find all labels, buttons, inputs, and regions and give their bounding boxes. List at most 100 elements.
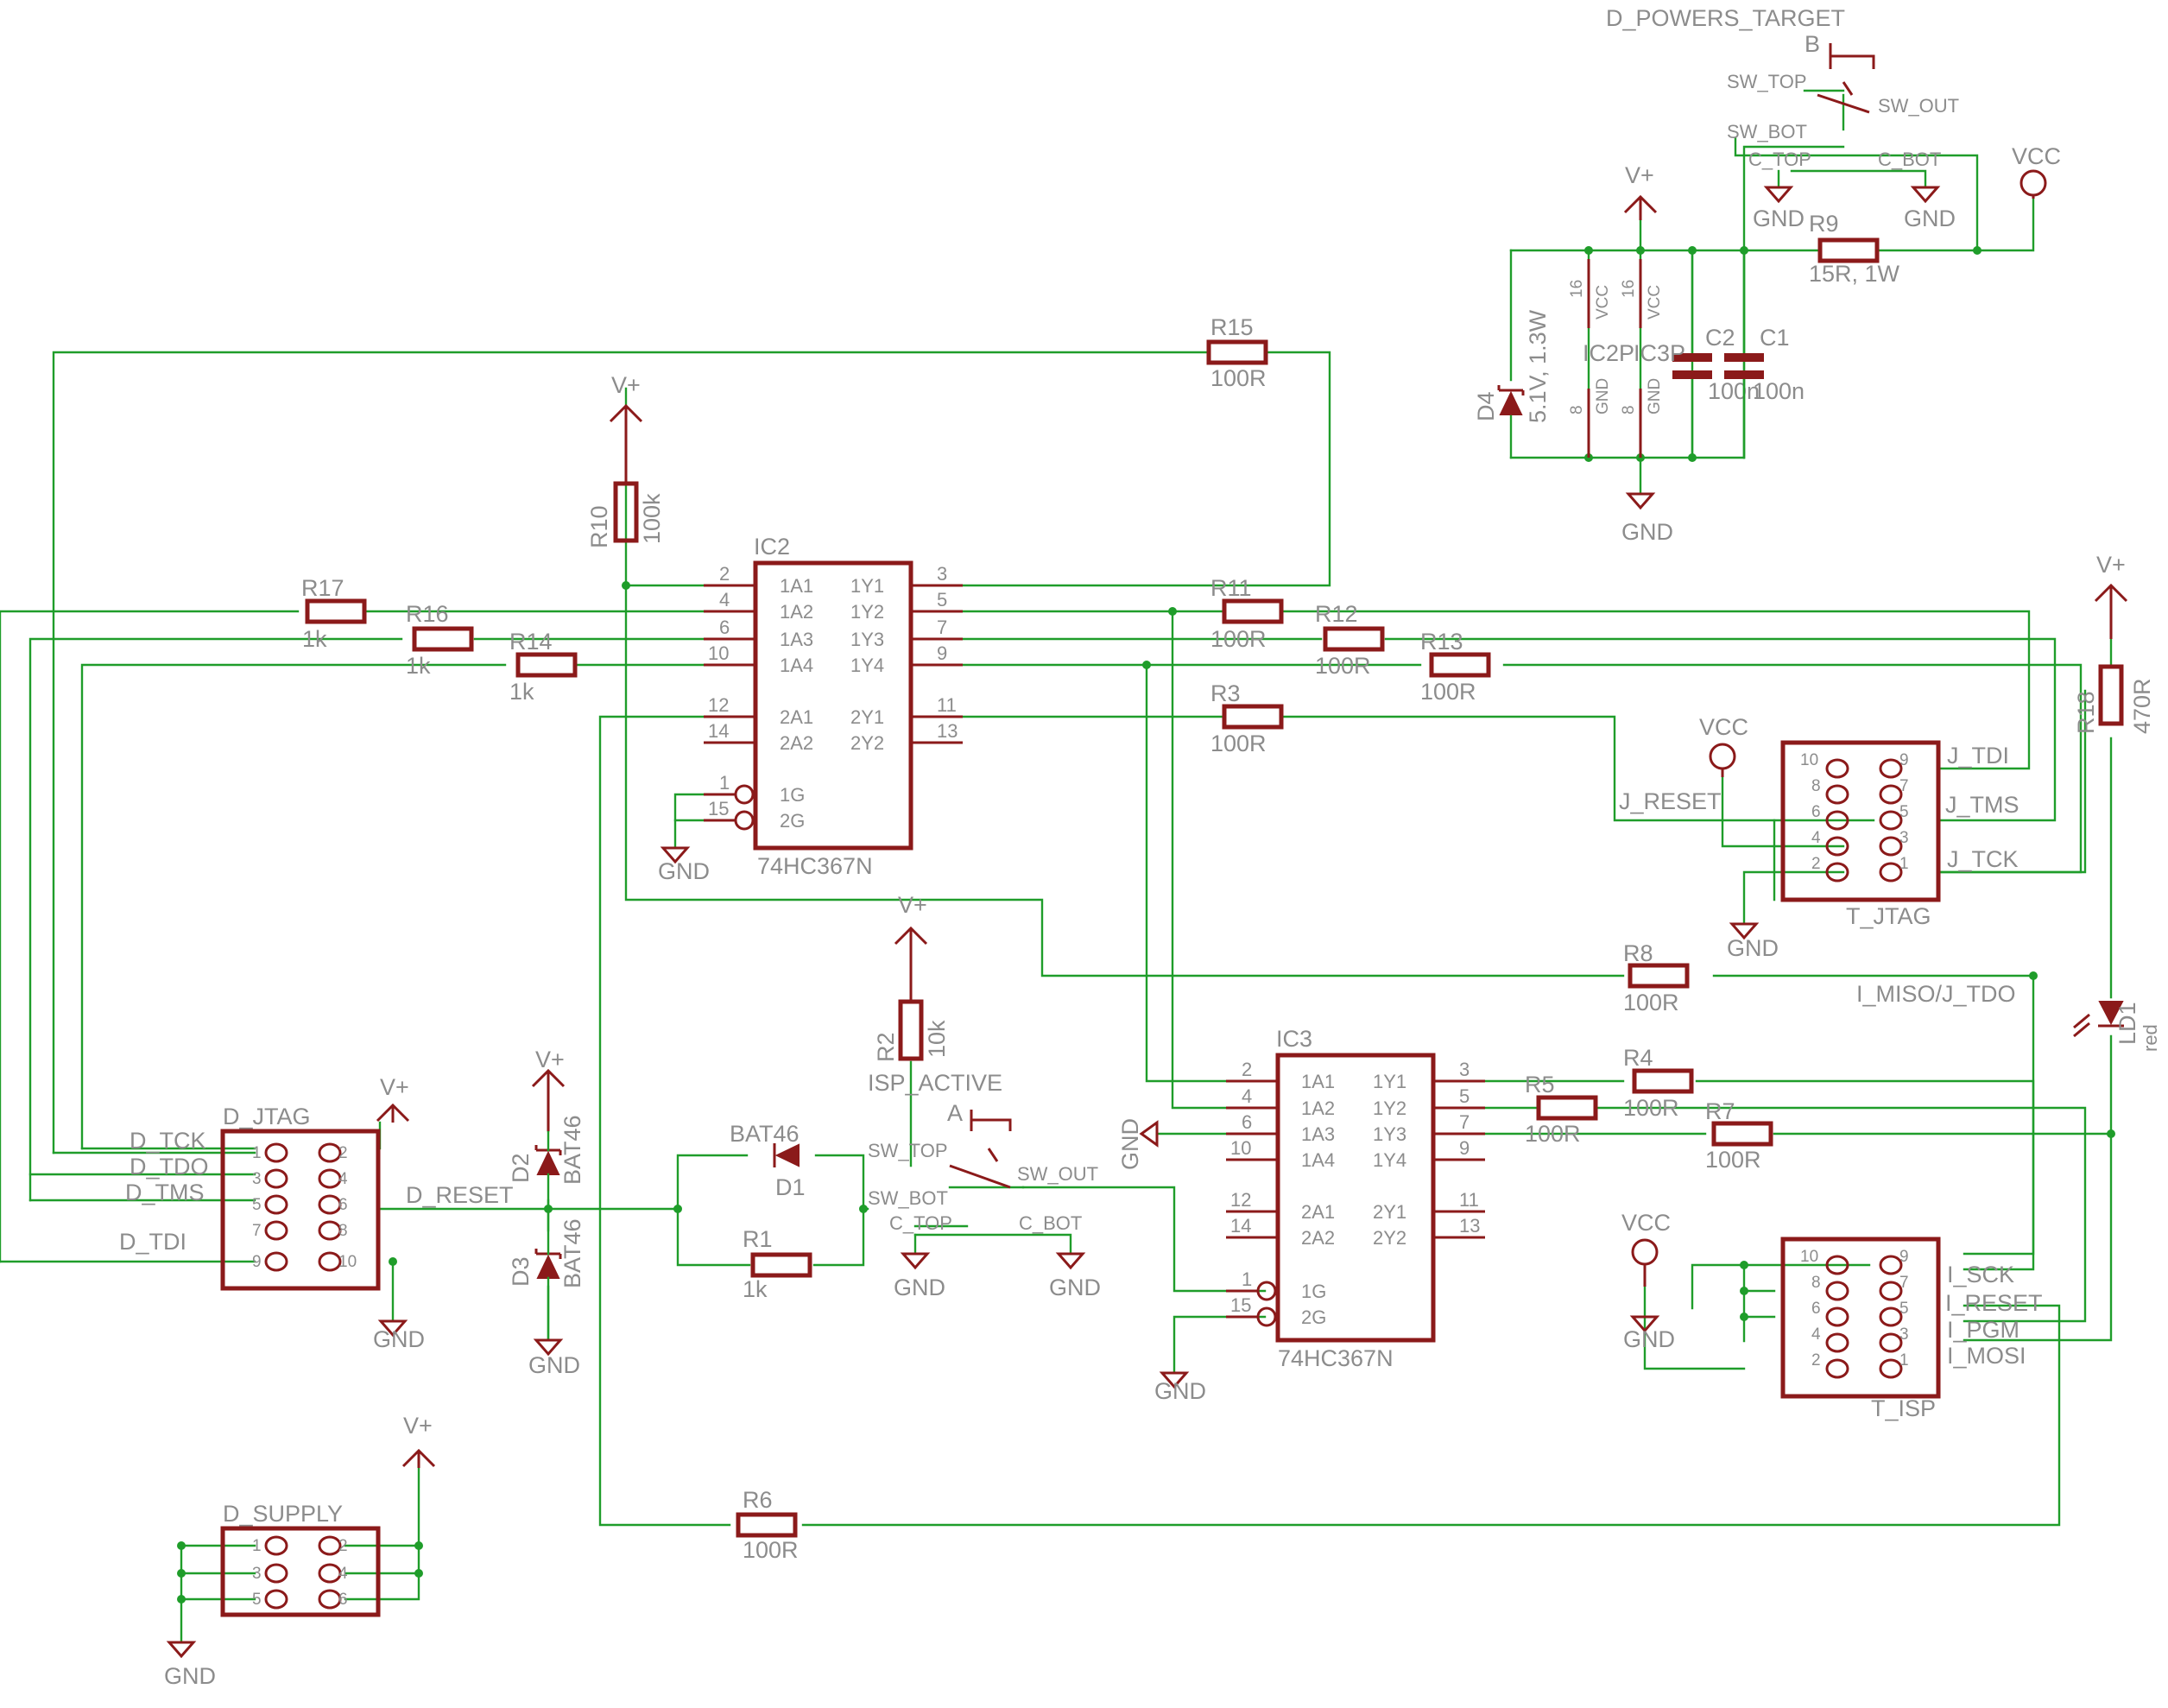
svg-text:GND: GND — [1904, 206, 1956, 231]
gnd-symbol: GND — [1753, 186, 1805, 231]
svg-text:74HC367N: 74HC367N — [757, 853, 873, 879]
svg-text:GND: GND — [1117, 1118, 1143, 1170]
net-label: J_TDI — [1947, 743, 2009, 769]
svg-text:1A2: 1A2 — [1301, 1098, 1335, 1119]
vplus-symbols: V+ V+ V+ V+ V+ V+ V+ — [376, 162, 2128, 1468]
svg-text:2: 2 — [1811, 1351, 1821, 1370]
svg-text:1Y2: 1Y2 — [850, 601, 884, 623]
net-label: D_RESET — [406, 1182, 514, 1208]
svg-text:100R: 100R — [1623, 1095, 1679, 1121]
svg-text:4: 4 — [1811, 1325, 1821, 1344]
svg-text:2G: 2G — [780, 810, 805, 832]
gnd-symbol: GND — [1904, 186, 1956, 231]
svg-text:7: 7 — [1459, 1111, 1470, 1133]
diodes: D4 5.1V, 1.3W BAT46 D1 D2 BAT46 D3 BAT46 — [508, 309, 2161, 1340]
svg-text:7: 7 — [1899, 1274, 1909, 1292]
gnd-symbol: GND — [164, 1641, 216, 1689]
svg-text:4: 4 — [338, 1565, 348, 1583]
resistor-r5: R5 100R — [1525, 1072, 1598, 1147]
svg-text:1Y4: 1Y4 — [1373, 1149, 1406, 1171]
svg-text:R4: R4 — [1623, 1045, 1653, 1071]
svg-text:1: 1 — [1899, 855, 1909, 873]
ic2-74hc367n: IC2 74HC367N 2 4 6 10 12 14 1 15 1A1 1A2… — [704, 534, 963, 879]
svg-text:R17: R17 — [301, 575, 344, 601]
resistor-r7: R7 100R — [1705, 1098, 1773, 1173]
ic3-pins-left: 2 4 6 10 12 14 1 15 1A1 1A2 1A3 1A4 2A1 … — [1226, 1059, 1335, 1328]
svg-text:1A2: 1A2 — [780, 601, 813, 623]
junction-dot — [1142, 661, 1151, 669]
resistor-r11: R11 100R — [1210, 575, 1284, 652]
svg-text:2: 2 — [338, 1144, 348, 1162]
led-ld1: LD1 red — [2073, 1001, 2161, 1052]
vplus-symbol: V+ — [609, 372, 643, 484]
svg-text:R10: R10 — [586, 505, 612, 548]
capacitors: C2 100n C1 100n — [1672, 249, 1805, 459]
svg-text:C_BOT: C_BOT — [1878, 149, 1941, 170]
svg-text:14: 14 — [1230, 1215, 1251, 1237]
svg-text:2: 2 — [338, 1537, 348, 1555]
svg-text:6: 6 — [1811, 803, 1821, 821]
net-label: J_RESET — [1619, 788, 1722, 814]
ic2-pins-left: 2 4 6 10 12 14 1 15 1A1 1A2 1A3 1A4 2A1 … — [704, 563, 813, 832]
resistor-r3: R3 100R — [1210, 680, 1284, 756]
vplus-symbol: V+ — [894, 892, 928, 1002]
svg-text:8: 8 — [1811, 777, 1821, 795]
switch-d-powers-target: D_POWERS_TARGET B SW_TOP SW_OUT SW_BOT C… — [1606, 5, 1959, 170]
vplus-symbol: V+ — [2094, 552, 2128, 639]
junction-dot — [1168, 607, 1177, 616]
svg-text:100n: 100n — [1753, 378, 1805, 404]
svg-text:R14: R14 — [509, 629, 553, 655]
junction-dot — [177, 1569, 186, 1578]
svg-text:2: 2 — [1811, 855, 1821, 873]
net-label: I_SCK — [1947, 1262, 2014, 1287]
svg-text:5: 5 — [1459, 1085, 1470, 1107]
svg-text:1G: 1G — [780, 784, 805, 806]
ic3-74hc367n: IC3 74HC367N 2 4 6 10 12 14 1 15 1A1 1A2… — [1226, 1026, 1485, 1371]
svg-text:ISP_ACTIVE: ISP_ACTIVE — [868, 1070, 1002, 1096]
svg-text:VCC: VCC — [1699, 714, 1748, 740]
svg-text:5: 5 — [252, 1196, 262, 1214]
svg-text:4: 4 — [719, 589, 730, 610]
svg-text:6: 6 — [1242, 1111, 1252, 1133]
svg-text:V+: V+ — [898, 892, 927, 918]
gnd-symbol: GND — [658, 846, 710, 884]
svg-text:2Y1: 2Y1 — [850, 706, 884, 728]
svg-text:3: 3 — [252, 1170, 262, 1188]
resistor-r14: R14 1k — [509, 629, 578, 705]
svg-text:4: 4 — [338, 1170, 348, 1188]
svg-text:100R: 100R — [1210, 365, 1267, 391]
svg-text:V+: V+ — [2096, 552, 2126, 578]
svg-text:GND: GND — [528, 1352, 580, 1378]
svg-text:6: 6 — [719, 617, 730, 638]
svg-text:1: 1 — [252, 1144, 262, 1162]
connector-t-isp: T_ISP 10 9 8 7 6 5 4 3 2 1 — [1780, 1237, 1941, 1421]
svg-text:9: 9 — [1899, 751, 1909, 769]
svg-text:7: 7 — [1899, 777, 1909, 795]
svg-text:470R: 470R — [2129, 678, 2155, 734]
svg-text:3: 3 — [1459, 1059, 1470, 1080]
resistor-r13: R13 100R — [1420, 629, 1491, 705]
gnd-symbol: GND — [894, 1252, 945, 1300]
junction-dot — [1740, 1313, 1748, 1321]
svg-text:7: 7 — [937, 617, 947, 638]
svg-text:IC2P: IC2P — [1583, 340, 1634, 366]
svg-text:1Y3: 1Y3 — [850, 629, 884, 650]
junction-dot — [414, 1569, 423, 1578]
resistor-r6: R6 100R — [736, 1487, 799, 1563]
junction-dot — [1636, 246, 1645, 255]
svg-text:3: 3 — [1899, 829, 1909, 847]
svg-text:5: 5 — [937, 589, 947, 610]
vplus-symbol: V+ — [531, 1047, 566, 1131]
svg-text:6: 6 — [1811, 1300, 1821, 1318]
svg-text:GND: GND — [1727, 935, 1779, 961]
vcc-symbols: VCC VCC VCC — [1621, 143, 2061, 1287]
svg-text:red: red — [2140, 1024, 2161, 1052]
resistor-r10: R10 100k — [586, 481, 665, 548]
svg-text:3: 3 — [937, 563, 947, 585]
svg-text:BAT46: BAT46 — [559, 1218, 585, 1288]
svg-text:100R: 100R — [743, 1537, 799, 1563]
svg-text:13: 13 — [1459, 1215, 1480, 1237]
svg-text:D_JTAG: D_JTAG — [223, 1104, 311, 1129]
svg-text:8: 8 — [338, 1222, 348, 1240]
ic2-pins-right: 3 5 7 9 11 13 1Y1 1Y2 1Y3 1Y4 2Y1 2Y2 — [850, 563, 963, 754]
